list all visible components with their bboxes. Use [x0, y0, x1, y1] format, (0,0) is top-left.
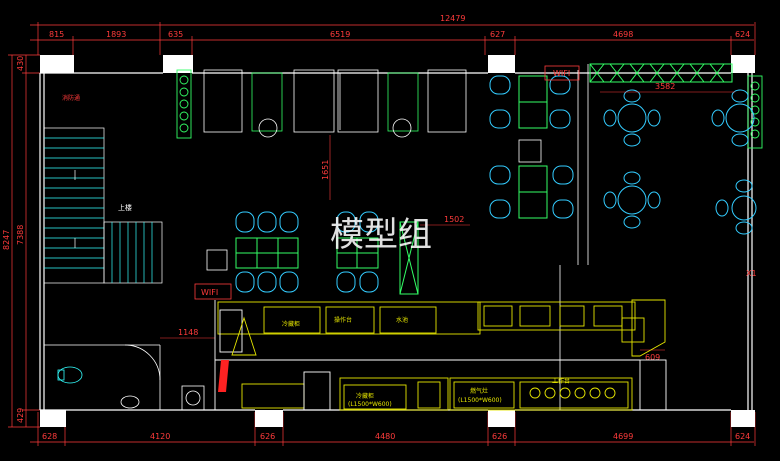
dim-bottom-3: 626	[260, 432, 275, 441]
stair-up-label: 上楼	[118, 203, 132, 212]
dim-left-bottom: 429	[16, 408, 25, 423]
dim-top-2: 1893	[106, 30, 126, 39]
dim-top-4: 6519	[330, 30, 350, 39]
wifi-box-mid	[194, 283, 232, 300]
kitchen-label-2: 操作台	[334, 316, 352, 324]
watermark-text: 模型组	[330, 215, 432, 255]
staircase	[43, 127, 163, 284]
wifi-box-top	[544, 65, 580, 81]
left-dimension-chain	[8, 54, 40, 428]
bottom-dimension-chain	[30, 412, 756, 446]
fire-extinguisher-marker	[218, 360, 229, 392]
wifi-label-mid: WIFI	[201, 288, 218, 297]
dim-bottom-4: 4480	[375, 432, 395, 441]
dim-1148: 1148	[178, 328, 198, 337]
dim-bottom-5: 626	[492, 432, 507, 441]
planters	[176, 69, 763, 149]
fire-sign-label: 消防通	[62, 94, 80, 102]
restroom	[44, 344, 205, 411]
dim-left-inner: 7388	[16, 225, 25, 245]
dim-3582: 3582	[655, 82, 675, 91]
dim-top-total: 12479	[440, 14, 465, 23]
structural-columns	[40, 55, 755, 427]
dim-bottom-1: 628	[42, 432, 57, 441]
dim-bottom-6: 4699	[613, 432, 633, 441]
interior-dimension-lines	[160, 91, 735, 351]
dining-tables-green	[235, 63, 733, 295]
dining-chairs-cyan	[235, 75, 757, 293]
door-mark-label: X1	[746, 269, 757, 278]
kitchen-label-1: 冷藏柜	[282, 320, 300, 328]
dim-1502: 1502	[444, 215, 464, 224]
kitchen-area	[214, 299, 667, 411]
dim-top-1: 815	[49, 30, 64, 39]
dim-609: 609	[645, 353, 660, 362]
dim-left-top: 430	[16, 56, 25, 71]
booth-seating	[203, 69, 467, 138]
dim-bottom-2: 4120	[150, 432, 170, 441]
kitchen-label-6: (L1500*W600)	[458, 397, 502, 404]
kitchen-label-4: (L1500*W600)	[348, 401, 392, 408]
interior-partitions	[206, 64, 589, 410]
top-dimension-chain	[30, 22, 756, 55]
kitchen-label-8: 工作台	[552, 377, 570, 385]
kitchen-label-5: 冷藏柜	[356, 392, 374, 400]
dim-left-outer: 8247	[2, 230, 11, 250]
kitchen-label-7: 燃气灶	[470, 387, 488, 395]
dim-top-5: 627	[490, 30, 505, 39]
wifi-label-top: WIFI	[553, 69, 570, 78]
dim-1651: 1651	[321, 160, 330, 180]
kitchen-label-3: 水池	[396, 316, 408, 324]
dim-bottom-7: 624	[735, 432, 750, 441]
dim-top-6: 4698	[613, 30, 633, 39]
dim-top-7: 624	[735, 30, 750, 39]
dim-top-3: 635	[168, 30, 183, 39]
